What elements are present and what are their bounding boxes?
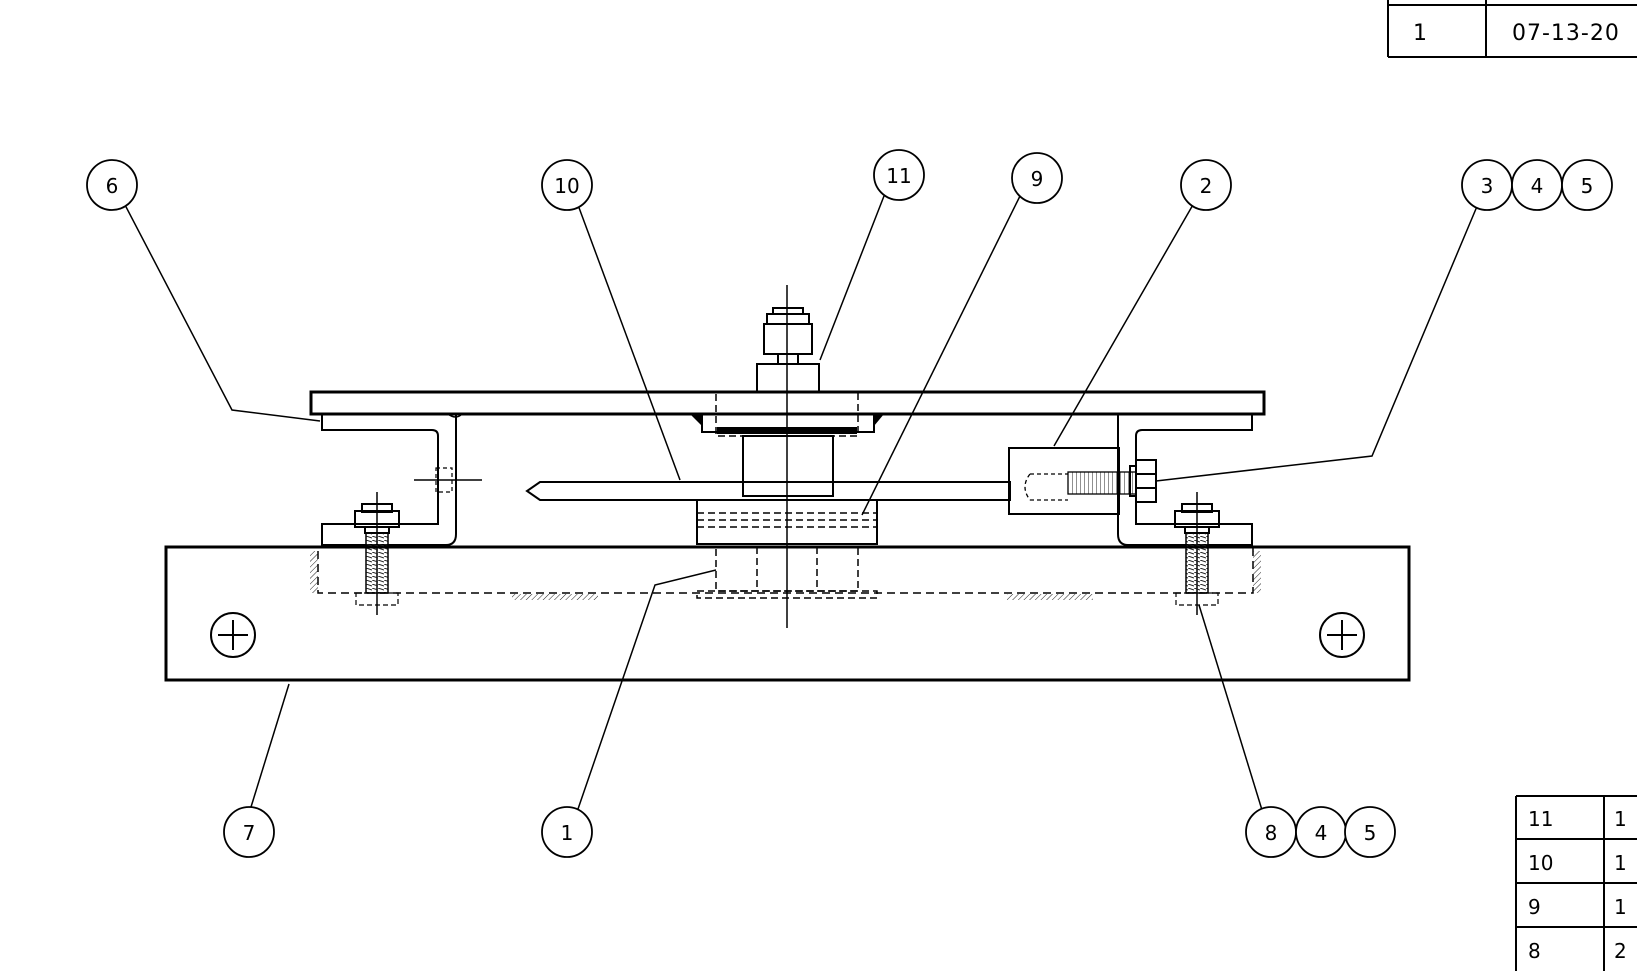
revision-date: 07-13-20 (1512, 21, 1620, 46)
parts-row-item: 9 (1528, 895, 1541, 919)
load-cell-body (742, 435, 834, 497)
balloon-9: 9 (1011, 152, 1063, 204)
balloon-3-label: 3 (1481, 174, 1494, 198)
balloon-8-label: 8 (1265, 821, 1278, 845)
parts-row-item: 10 (1528, 851, 1553, 875)
balloon-4-top: 4 (1511, 159, 1563, 211)
balloon-4-top-label: 4 (1531, 174, 1544, 198)
base-hidden-outline (317, 546, 1254, 594)
balloon-8: 8 (1245, 806, 1297, 858)
parts-row-item: 8 (1528, 939, 1541, 963)
parts-row-qty: 1 (1614, 851, 1627, 875)
assembly-view (164, 285, 1411, 682)
balloon-11: 11 (873, 149, 925, 201)
balloon-4-bottom: 4 (1295, 806, 1347, 858)
balloon-10-label: 10 (554, 174, 579, 198)
balloon-6-label: 6 (106, 174, 119, 198)
parts-row-qty: 2 (1614, 939, 1627, 963)
balloon-2-label: 2 (1200, 174, 1213, 198)
mounting-hole-left (210, 612, 256, 658)
hex-bolt-head (1135, 459, 1157, 503)
balloon-7-label: 7 (243, 821, 256, 845)
balloon-3: 3 (1461, 159, 1513, 211)
balloon-10: 10 (541, 159, 593, 211)
balloon-11-label: 11 (886, 164, 911, 188)
parts-row-qty: 1 (1614, 895, 1627, 919)
balloon-5-top: 5 (1561, 159, 1613, 211)
spacer-block (696, 499, 878, 545)
balloon-5-bottom: 5 (1344, 806, 1396, 858)
balloon-5-bottom-label: 5 (1364, 821, 1377, 845)
balloon-4-bottom-label: 4 (1315, 821, 1328, 845)
load-beam (525, 481, 1011, 501)
balloon-7: 7 (223, 806, 275, 858)
top-adjuster (756, 307, 820, 393)
parts-row-item: 11 (1528, 807, 1553, 831)
balloon-6: 6 (86, 159, 138, 211)
revision-number: 1 (1413, 21, 1427, 46)
right-anchor-bolt (1174, 492, 1220, 615)
parts-list-table (1515, 795, 1637, 971)
mounting-hole-right (1319, 612, 1365, 658)
balloon-9-label: 9 (1031, 167, 1044, 191)
leader-lines (123, 193, 1479, 811)
revision-table (1387, 0, 1637, 58)
balloon-1-label: 1 (561, 821, 574, 845)
balloon-2: 2 (1180, 159, 1232, 211)
balloon-5-top-label: 5 (1581, 174, 1594, 198)
left-anchor-bolt (354, 492, 400, 615)
balloon-1: 1 (541, 806, 593, 858)
parts-row-qty: 1 (1614, 807, 1627, 831)
